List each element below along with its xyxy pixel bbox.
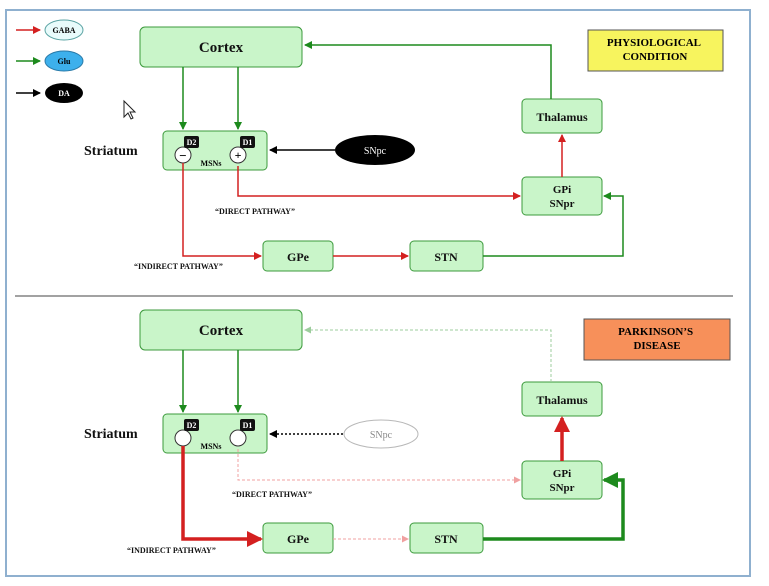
legend-glu-label: Glu <box>58 57 71 66</box>
physio-striatum-label: Striatum <box>84 144 138 159</box>
pd-striatum-label: Striatum <box>84 427 138 442</box>
pd-snpc-label: SNpc <box>370 430 393 441</box>
physio-direct-pathway-arrow <box>237 166 521 200</box>
pd-gpe-box <box>262 522 334 554</box>
pd-d2-label: D2 <box>187 421 197 430</box>
pd-msns-label: MSNs <box>201 442 222 451</box>
physio-gpi-label: GPi <box>553 184 571 196</box>
pd-cortex-label: Cortex <box>199 323 244 339</box>
physio-cortex-label: Cortex <box>199 40 244 56</box>
legend-glu-key <box>44 50 84 72</box>
legend-da-key <box>45 83 83 103</box>
physio-d1-plus: + <box>235 148 242 162</box>
legend-gaba-label: GABA <box>52 26 75 35</box>
physio-stn-to-gpi-arrow <box>483 192 624 257</box>
physio-stn-label: STN <box>434 250 458 264</box>
physio-d2-label: D2 <box>187 138 197 147</box>
physiological-section: PHYSIOLOGICAL CONDITION Cortex Thalamus … <box>84 26 724 272</box>
physio-snpc-label: SNpc <box>364 146 387 157</box>
legend: GABA Glu DA <box>16 19 84 103</box>
physio-thalamus-box <box>521 98 603 134</box>
physio-indirect-pathway-arrow <box>182 163 262 260</box>
pd-d1-label: D1 <box>243 421 253 430</box>
pd-d1-badge <box>240 419 255 431</box>
physio-snpr-label: SNpr <box>549 198 574 210</box>
physio-gpe-label: GPe <box>287 250 310 264</box>
pd-d2-badge <box>184 419 199 431</box>
pd-gpe-label: GPe <box>287 532 310 546</box>
physio-thalamus-to-cortex-arrow <box>304 41 552 99</box>
pd-d2-circle <box>174 429 192 447</box>
mouse-cursor-icon <box>123 99 137 120</box>
pd-stn-label: STN <box>434 532 458 546</box>
pd-indirect-pathway-arrow <box>181 446 263 547</box>
physio-snpc-node <box>335 135 415 165</box>
physio-condition-label: PHYSIOLOGICAL CONDITION <box>607 37 703 63</box>
physio-cortex-box <box>139 26 303 68</box>
pd-snpc-node <box>343 419 419 449</box>
legend-gaba-key <box>44 19 84 41</box>
physio-condition-badge <box>587 29 724 72</box>
pd-thalamus-label: Thalamus <box>536 393 588 407</box>
physio-d1-label: D1 <box>243 138 253 147</box>
pd-direct-pathway-label: “DIRECT PATHWAY” <box>232 490 312 499</box>
pd-indirect-pathway-label: “INDIRECT PATHWAY” <box>127 546 216 555</box>
physio-indirect-pathway-label: “INDIRECT PATHWAY” <box>134 262 223 271</box>
pd-stn-to-gpi-arrow <box>483 472 625 541</box>
pd-d1-circle <box>229 429 247 447</box>
pd-gpi-label: GPi <box>553 468 571 480</box>
pd-cortex-box <box>139 309 303 351</box>
physio-d1-badge <box>240 136 255 148</box>
physio-d1-circle <box>229 146 247 164</box>
legend-da-label: DA <box>58 89 70 98</box>
pd-condition-label: PARKINSON’S DISEASE <box>618 326 696 352</box>
pd-snpr-label: SNpr <box>549 482 574 494</box>
physio-d2-minus: − <box>179 148 186 163</box>
pd-thalamus-to-cortex-arrow <box>304 326 552 382</box>
pd-condition-badge <box>583 318 731 361</box>
physio-msns-label: MSNs <box>201 159 222 168</box>
physio-thalamus-label: Thalamus <box>536 110 588 124</box>
parkinsons-section: PARKINSON’S DISEASE Cortex Thalamus Stri… <box>84 309 731 555</box>
pd-direct-pathway-arrow <box>237 449 521 484</box>
diagram-frame <box>5 9 751 577</box>
physio-direct-pathway-label: “DIRECT PATHWAY” <box>215 207 295 216</box>
physio-d2-badge <box>184 136 199 148</box>
